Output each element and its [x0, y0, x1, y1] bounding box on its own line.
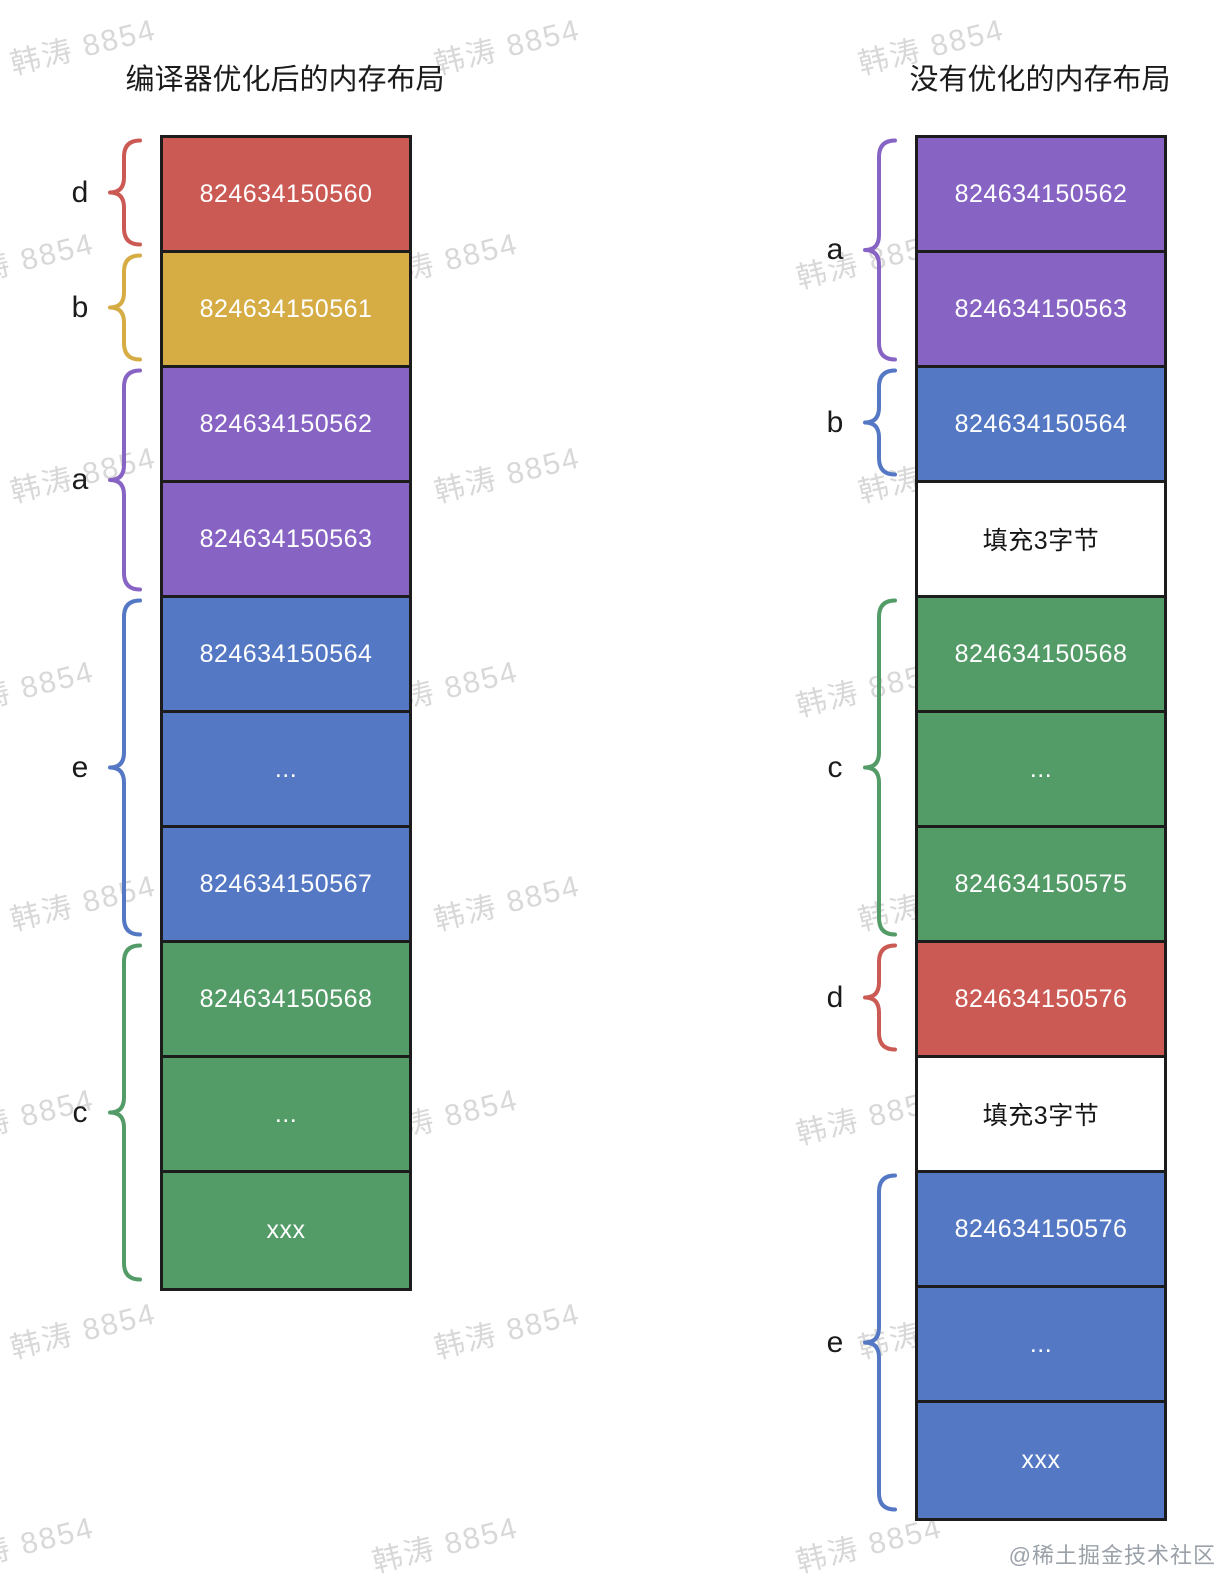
left-diagram-title: 编译器优化后的内存布局 [125, 64, 445, 96]
right-diagram-title: 没有优化的内存布局 [909, 64, 1171, 96]
left-diagram-column: 824634150560 824634150561 824634150562 8246… [160, 135, 412, 1291]
memory-cell: 824634150568 [918, 598, 1164, 713]
cell-value: ... [274, 754, 298, 783]
memory-cell: 824634150562 [163, 368, 409, 483]
memory-cell: xxx [918, 1403, 1164, 1518]
memory-cell: 824634150564 [918, 368, 1164, 483]
memory-cell: ... [918, 713, 1164, 828]
memory-cell: 824634150563 [918, 253, 1164, 368]
cell-value: 824634150563 [954, 294, 1128, 323]
cell-value: 824634150568 [954, 639, 1128, 668]
field-label: c [72, 1095, 88, 1129]
memory-cell: xxx [163, 1173, 409, 1288]
cell-value: 824634150568 [199, 984, 373, 1013]
memory-cell: ... [163, 713, 409, 828]
cell-value: ... [1029, 1329, 1053, 1358]
curly-brace-e [863, 1173, 897, 1512]
memory-cell: 824634150563 [163, 483, 409, 598]
memory-cell: 824634150575 [918, 828, 1164, 943]
memory-cell: 824634150576 [918, 1173, 1164, 1288]
field-label: b [71, 290, 89, 324]
watermark-text: 韩涛 8854 [0, 1511, 98, 1576]
curly-brace-d [108, 138, 142, 247]
cell-value: 824634150563 [199, 524, 373, 553]
field-label: c [827, 750, 843, 784]
watermark-text: 韩涛 8854 [431, 1297, 584, 1366]
cell-value: 824634150564 [954, 409, 1128, 438]
watermark-text: 韩涛 8854 [369, 1511, 522, 1576]
curly-brace-b [108, 253, 142, 362]
community-credit: @稀土掘金技术社区 [1008, 1543, 1216, 1568]
curly-brace-c [863, 598, 897, 937]
field-label: b [826, 405, 844, 439]
field-label: d [71, 175, 89, 209]
cell-value: 填充3字节 [982, 527, 1100, 555]
watermark-text: 韩涛 8854 [431, 441, 584, 510]
field-label: a [71, 463, 89, 496]
curly-brace-e [108, 598, 142, 937]
cell-value: xxx [1021, 1446, 1061, 1474]
cell-value: xxx [266, 1216, 306, 1244]
memory-cell: 824634150568 [163, 943, 409, 1058]
memory-cell: ... [918, 1288, 1164, 1403]
cell-value: 824634150576 [954, 1214, 1128, 1243]
curly-brace-a [863, 138, 897, 362]
cell-value: 824634150564 [199, 639, 373, 668]
watermark-text: 韩涛 8854 [7, 1297, 160, 1366]
cell-value: 824634150576 [954, 984, 1128, 1013]
memory-cell: 填充3字节 [918, 483, 1164, 598]
memory-cell: 824634150567 [163, 828, 409, 943]
cell-value: 824634150561 [199, 294, 373, 323]
cell-value: 824634150562 [954, 179, 1128, 208]
curly-brace-c [108, 943, 142, 1282]
watermark-text: 韩涛 8854 [0, 227, 98, 296]
field-label: e [71, 750, 89, 784]
memory-cell: 824634150560 [163, 138, 409, 253]
curly-brace-b [863, 368, 897, 477]
cell-value: ... [274, 1099, 298, 1128]
memory-cell: 824634150576 [918, 943, 1164, 1058]
cell-value: 填充3字节 [982, 1102, 1100, 1130]
memory-cell: 824634150564 [163, 598, 409, 713]
curly-brace-d [863, 943, 897, 1052]
memory-cell: ... [163, 1058, 409, 1173]
cell-value: 824634150575 [954, 869, 1128, 898]
field-label: d [826, 980, 844, 1014]
curly-brace-a [108, 368, 142, 592]
watermark-text: 韩涛 8854 [431, 869, 584, 938]
watermark-text: 韩涛 8854 [0, 655, 98, 724]
memory-cell: 824634150561 [163, 253, 409, 368]
field-label: a [826, 233, 844, 266]
cell-value: 824634150567 [199, 869, 373, 898]
memory-cell: 824634150562 [918, 138, 1164, 253]
memory-cell: 填充3字节 [918, 1058, 1164, 1173]
field-label: e [826, 1325, 844, 1359]
cell-value: ... [1029, 754, 1053, 783]
cell-value: 824634150562 [199, 409, 373, 438]
cell-value: 824634150560 [199, 179, 373, 208]
right-diagram-column: 824634150562 824634150563 824634150564 填充3字… [915, 135, 1167, 1521]
